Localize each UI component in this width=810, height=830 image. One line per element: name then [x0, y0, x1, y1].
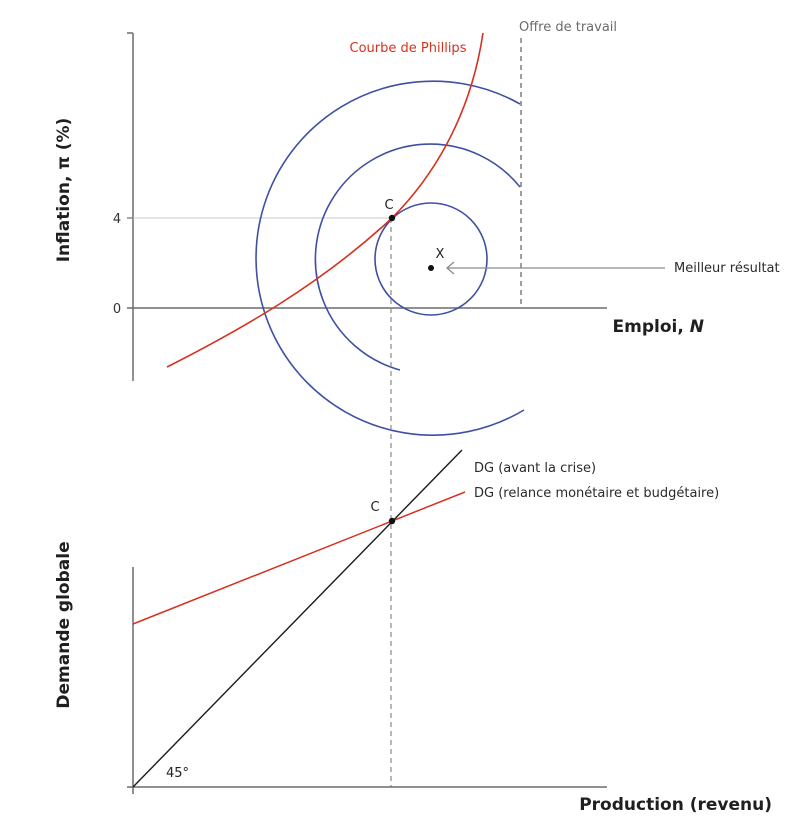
inner-isoloss-circle	[374, 202, 488, 316]
arrow-head-icon	[446, 261, 455, 275]
inflation-axis-title: Inflation, π (%)	[54, 118, 74, 263]
best-outcome-label: Meilleur résultat	[674, 261, 780, 276]
phillips-curve	[166, 32, 484, 368]
labour-supply-label: Offre de travail	[519, 20, 617, 35]
phillips-curve-label: Courbe de Phillips	[350, 41, 467, 56]
angle-45-label: 45°	[166, 766, 189, 781]
top-panel: 4 0 Inflation, π (%) Emploi, N Offre de …	[54, 20, 780, 787]
bottom-panel: Demande globale Production (revenu) DG (…	[54, 449, 772, 815]
point-c-top-label: C	[384, 198, 393, 213]
tick-label-0: 0	[113, 302, 121, 317]
point-c-bottom	[388, 517, 396, 525]
aggregate-demand-axis-title: Demande globale	[54, 541, 74, 708]
employment-axis-title: Emploi, N	[613, 317, 704, 337]
outer-isoloss-arc	[255, 80, 525, 436]
middle-isoloss-arc	[314, 143, 521, 371]
ag-before-crisis-line	[132, 449, 463, 788]
point-c-top	[388, 214, 396, 222]
ag-before-crisis-label: DG (avant la crise)	[474, 461, 596, 476]
ag-stimulus-line	[132, 491, 466, 625]
output-axis-title: Production (revenu)	[579, 795, 772, 815]
point-x	[428, 265, 434, 271]
tick-label-4: 4	[113, 212, 121, 227]
point-x-label: X	[436, 247, 445, 262]
point-c-bottom-label: C	[370, 500, 379, 515]
ag-stimulus-label: DG (relance monétaire et budgétaire)	[474, 486, 719, 501]
